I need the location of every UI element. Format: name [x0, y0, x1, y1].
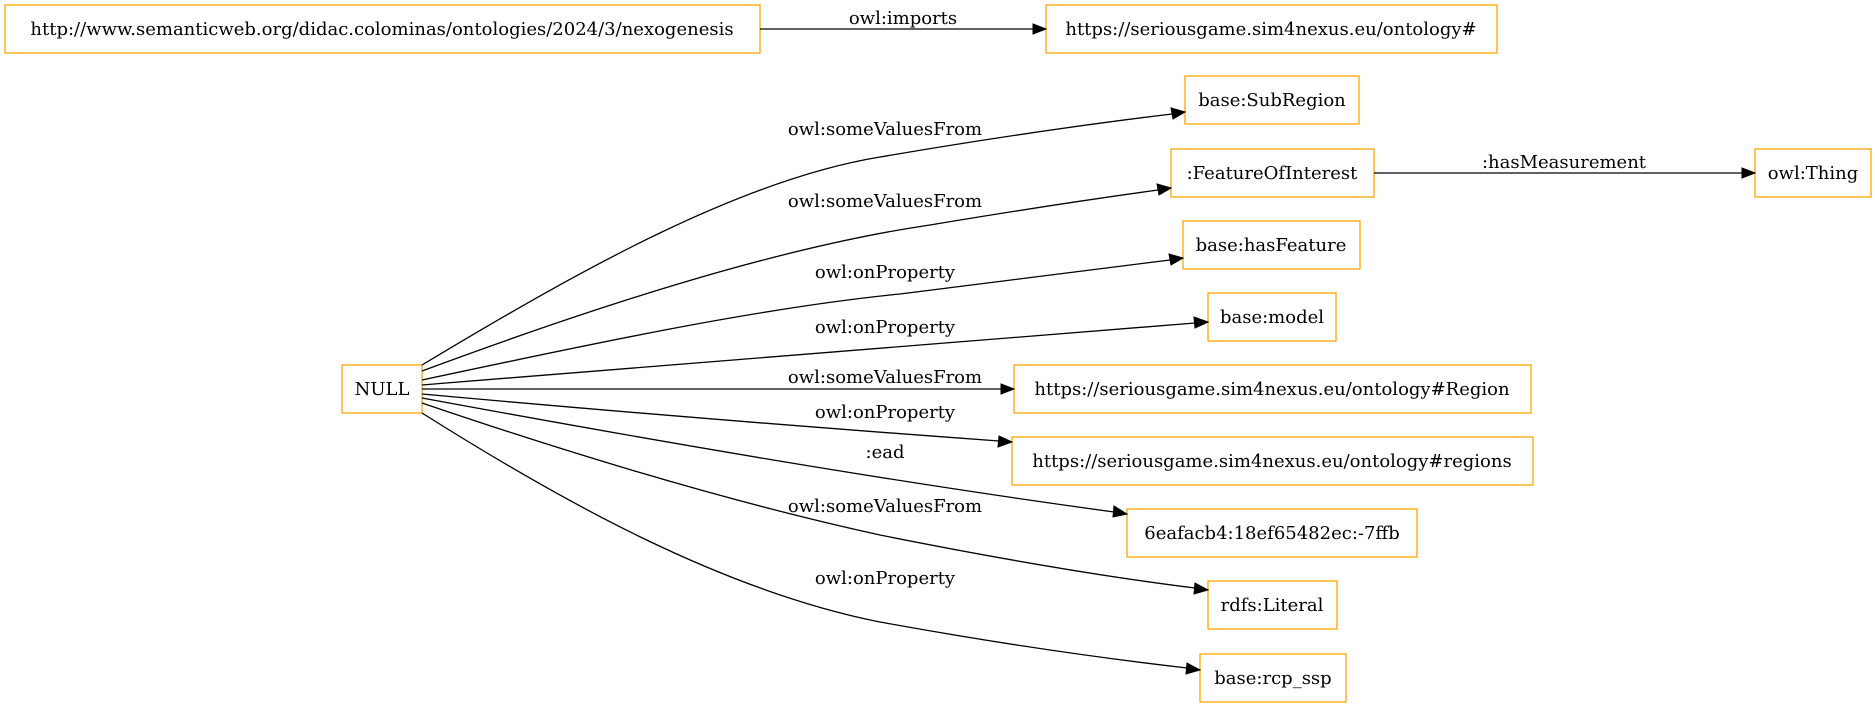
- node-null[interactable]: NULL: [341, 364, 423, 414]
- node-label: https://seriousgame.sim4nexus.eu/ontolog…: [1032, 451, 1511, 472]
- edge-label: owl:someValuesFrom: [788, 496, 982, 517]
- node-label: base:model: [1220, 307, 1324, 328]
- node-label: 6eafacb4:18ef65482ec:-7ffb: [1144, 523, 1399, 544]
- edge-label: owl:someValuesFrom: [788, 367, 982, 388]
- node-nexogenesis[interactable]: http://www.semanticweb.org/didac.colomin…: [4, 4, 761, 54]
- node-literal[interactable]: rdfs:Literal: [1207, 580, 1338, 630]
- node-sim4nexus-ontology[interactable]: https://seriousgame.sim4nexus.eu/ontolog…: [1045, 4, 1498, 54]
- edge-label: owl:onProperty: [815, 262, 956, 283]
- edge-to-blank: :ead: [421, 397, 1129, 518]
- node-label: :FeatureOfInterest: [1187, 163, 1359, 184]
- edge-label: owl:onProperty: [815, 568, 956, 589]
- edge-label: :ead: [866, 442, 905, 463]
- node-label: NULL: [355, 379, 410, 400]
- edge-to-feature-of-interest: owl:someValuesFrom: [421, 183, 1173, 372]
- node-regions[interactable]: https://seriousgame.sim4nexus.eu/ontolog…: [1011, 436, 1534, 486]
- edge-owl-imports: owl:imports: [760, 8, 1048, 35]
- node-rcp-ssp[interactable]: base:rcp_ssp: [1199, 653, 1347, 703]
- node-label: https://seriousgame.sim4nexus.eu/ontolog…: [1065, 19, 1476, 40]
- node-owl-thing[interactable]: owl:Thing: [1754, 148, 1872, 198]
- edge-label: :hasMeasurement: [1482, 152, 1647, 173]
- edge-to-rcp-ssp: owl:onProperty: [421, 412, 1202, 675]
- node-region[interactable]: https://seriousgame.sim4nexus.eu/ontolog…: [1013, 364, 1532, 414]
- node-label: base:hasFeature: [1196, 235, 1347, 256]
- node-has-feature[interactable]: base:hasFeature: [1182, 220, 1361, 270]
- edge-label: owl:someValuesFrom: [788, 119, 982, 140]
- edge-to-regions: owl:onProperty: [421, 393, 1014, 448]
- edge-to-region: owl:someValuesFrom: [422, 367, 1016, 395]
- edge-has-measurement: :hasMeasurement: [1374, 152, 1757, 179]
- edge-label: owl:onProperty: [815, 317, 956, 338]
- node-label: https://seriousgame.sim4nexus.eu/ontolog…: [1034, 379, 1510, 400]
- node-feature-of-interest[interactable]: :FeatureOfInterest: [1170, 148, 1375, 198]
- node-label: rdfs:Literal: [1221, 595, 1324, 616]
- edge-label: owl:imports: [849, 8, 957, 29]
- node-subregion[interactable]: base:SubRegion: [1184, 75, 1360, 125]
- edge-label: owl:onProperty: [815, 402, 956, 423]
- edge-to-literal: owl:someValuesFrom: [421, 402, 1210, 595]
- node-blank[interactable]: 6eafacb4:18ef65482ec:-7ffb: [1126, 508, 1418, 558]
- node-model[interactable]: base:model: [1207, 292, 1337, 342]
- node-label: base:SubRegion: [1198, 90, 1346, 111]
- node-label: http://www.semanticweb.org/didac.colomin…: [30, 19, 733, 40]
- edge-to-has-feature: owl:onProperty: [421, 253, 1185, 381]
- edge-label: owl:someValuesFrom: [788, 191, 982, 212]
- edge-to-subregion: owl:someValuesFrom: [421, 107, 1187, 366]
- node-label: owl:Thing: [1768, 163, 1859, 184]
- node-label: base:rcp_ssp: [1214, 668, 1331, 689]
